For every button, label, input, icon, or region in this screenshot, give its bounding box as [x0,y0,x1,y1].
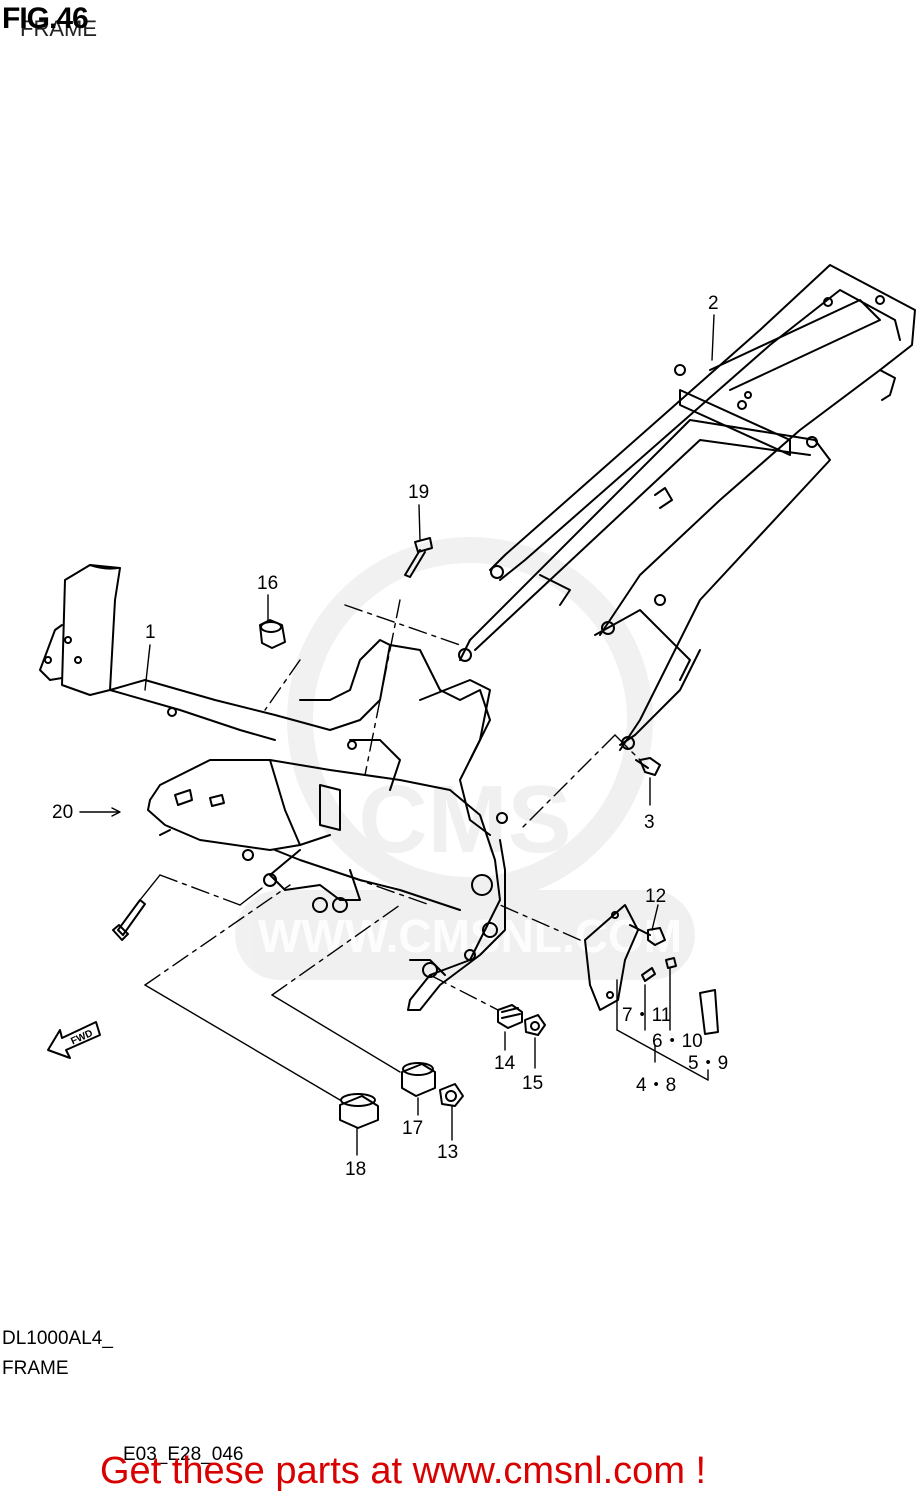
callout-17: 17 [402,1118,424,1139]
rear-subframe [458,264,916,751]
model-code: DL1000AL4_ [2,1328,113,1349]
callout-7-11: 7・11 [622,1005,672,1026]
callout-5-9: 5・9 [688,1053,729,1074]
callout-13: 13 [437,1142,459,1163]
callout-1: 1 [145,622,156,643]
callout-15: 15 [522,1073,544,1094]
figure-title: FIG.46 [2,2,89,35]
figure-subtitle: FRAME [20,16,97,41]
part-3-bolt [635,757,661,776]
section-label: FRAME [2,1358,69,1379]
part-15-nut [524,1014,546,1036]
callout-18: 18 [345,1159,367,1180]
callout-14: 14 [494,1053,516,1074]
callout-19: 19 [408,482,430,503]
callout-16: 16 [257,573,279,594]
fwd-label: FWD [69,1028,94,1047]
callout-20: 20 [52,802,74,823]
promo-link[interactable]: Get these parts at www.cmsnl.com ! [100,1450,707,1492]
callout-6-10: 6・10 [652,1031,703,1052]
callout-12: 12 [645,886,667,907]
svg-text:CMS: CMS [358,766,571,873]
leader-lines [79,314,715,1156]
callout-4-8: 4・8 [636,1075,677,1096]
fwd-arrow-icon [47,1021,101,1059]
callout-2: 2 [708,293,719,314]
part-14-spring [497,1004,523,1029]
watermark-url: WWW.CMSNL.COM [258,910,682,962]
left-bolt [112,899,146,941]
part-18-collar [339,1093,379,1129]
part-19-bolt [404,537,433,578]
part-13-nut [439,1083,464,1107]
part-17-bushing [401,1062,436,1097]
bracket-plate [584,904,639,1011]
callout-3: 3 [644,812,655,833]
small-plates [641,957,719,1035]
part-12-bolt [629,924,666,946]
diagram-code: E03_E28_046 [123,1444,244,1465]
part-16-collar [259,619,286,649]
